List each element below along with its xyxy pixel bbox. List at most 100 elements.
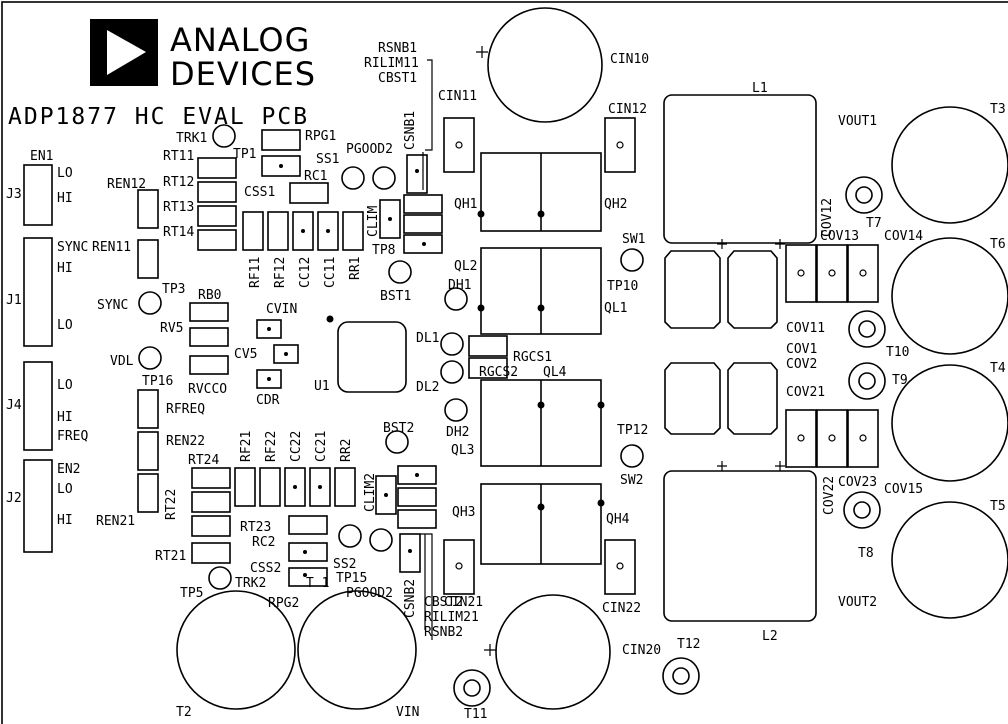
label-en2: EN2 bbox=[57, 462, 80, 477]
label-rr1: RR1 bbox=[348, 257, 363, 280]
label-rgcs2: RGCS2 bbox=[479, 365, 518, 380]
label-t12: T12 bbox=[677, 637, 700, 652]
label-t8: T8 bbox=[858, 546, 874, 561]
resistor-ren21 bbox=[137, 473, 159, 513]
label-rt13: RT13 bbox=[163, 200, 194, 215]
capacitor-cov21 bbox=[727, 362, 778, 435]
label-cin21: CIN21 bbox=[444, 595, 483, 610]
resistor-ren11 bbox=[137, 239, 159, 279]
label-rgcs1: RGCS1 bbox=[513, 350, 552, 365]
label-sw1: SW1 bbox=[622, 232, 645, 247]
label-ql3: QL3 bbox=[451, 443, 474, 458]
label-tp12: TP12 bbox=[617, 423, 648, 438]
label-l2: L2 bbox=[762, 629, 778, 644]
label-cin20: CIN20 bbox=[622, 643, 661, 658]
resistor-rt22b bbox=[191, 515, 231, 537]
capacitor-clim2 bbox=[375, 475, 397, 515]
resistor-rf12 bbox=[267, 211, 289, 251]
label-ren21: REN21 bbox=[96, 514, 135, 529]
label-j1-hi: HI bbox=[57, 261, 73, 276]
label-rb0: RB0 bbox=[198, 288, 221, 303]
label-tp8: TP8 bbox=[372, 243, 395, 258]
brand-line-1: ANALOG bbox=[170, 21, 310, 59]
ic-u1 bbox=[337, 321, 407, 393]
label-rr2: RR2 bbox=[339, 439, 354, 462]
label-u1: U1 bbox=[314, 379, 330, 394]
label-cov14: COV14 bbox=[884, 229, 923, 244]
label-ql4: QL4 bbox=[543, 365, 567, 380]
mosfet-qh3-qh4 bbox=[480, 483, 605, 565]
label-j3-lo: LO bbox=[57, 166, 73, 181]
label-cov12: COV12 bbox=[820, 198, 835, 237]
mosfet-qh1-qh2 bbox=[477, 152, 602, 232]
capacitor-cin11 bbox=[443, 117, 475, 173]
terminal-t3 bbox=[891, 106, 1008, 224]
label-cov15: COV15 bbox=[884, 482, 923, 497]
testpoint-ss1 bbox=[341, 166, 365, 190]
label-j4-hi: HI bbox=[57, 410, 73, 425]
capacitor-cin22 bbox=[604, 539, 636, 595]
label-t10: T10 bbox=[886, 345, 909, 360]
capacitor-cc12 bbox=[292, 211, 314, 251]
testpoint-pgood2-bot bbox=[369, 528, 393, 552]
capacitor-cvin bbox=[256, 319, 282, 339]
label-j1-lo: LO bbox=[57, 318, 73, 333]
capacitor-cv5 bbox=[273, 344, 299, 364]
label-cbst2: CBST2 bbox=[424, 595, 463, 610]
terminal-t5 bbox=[891, 501, 1008, 619]
capacitor-css1 bbox=[289, 182, 329, 204]
capacitor-csnb1 bbox=[406, 154, 428, 194]
capacitor-t1 bbox=[288, 567, 328, 587]
label-tp16: TP16 bbox=[142, 374, 173, 389]
capacitor-cin10 bbox=[487, 7, 603, 123]
label-cdr: CDR bbox=[256, 393, 280, 408]
capacitor-cin20 bbox=[495, 594, 611, 710]
testpoint-bst2 bbox=[385, 430, 409, 454]
label-t3: T3 bbox=[990, 102, 1006, 117]
label-j1: J1 bbox=[6, 293, 22, 308]
terminal-t11 bbox=[453, 669, 491, 707]
label-cbst1: CBST1 bbox=[378, 71, 417, 86]
mosfet-ql2-ql1 bbox=[477, 247, 602, 335]
label-rt12: RT12 bbox=[163, 175, 194, 190]
label-j1-sync: SYNC bbox=[57, 240, 88, 255]
testpoint-bst1 bbox=[388, 260, 412, 284]
label-rfreq: RFREQ bbox=[166, 402, 205, 417]
label-sync: SYNC bbox=[97, 298, 128, 313]
analog-devices-triangle-logo bbox=[90, 19, 158, 86]
testpoint-ss2 bbox=[338, 524, 362, 548]
label-rc1: RC1 bbox=[304, 169, 327, 184]
label-clim: CLIM bbox=[366, 206, 381, 237]
board-title: ADP1877 HC EVAL PCB bbox=[8, 104, 309, 130]
connector-j2 bbox=[23, 459, 53, 553]
capacitor-cc21 bbox=[309, 467, 331, 507]
label-ql1: QL1 bbox=[604, 301, 627, 316]
testpoint-sw2 bbox=[620, 444, 644, 468]
label-rf22: RF22 bbox=[264, 431, 279, 462]
capacitor-css2 bbox=[288, 542, 328, 562]
label-j2: J2 bbox=[6, 491, 22, 506]
label-qh2: QH2 bbox=[604, 197, 627, 212]
capacitor-cdr bbox=[256, 369, 282, 389]
terminal-t7 bbox=[845, 176, 883, 214]
resistor-rb0 bbox=[189, 302, 229, 322]
capacitor-array-cov12-14 bbox=[785, 244, 879, 303]
capacitor-tp1 bbox=[261, 155, 301, 177]
resistor-rfreq bbox=[137, 389, 159, 429]
label-j3-hi: HI bbox=[57, 191, 73, 206]
label-t9: T9 bbox=[892, 373, 908, 388]
label-ss2: SS2 bbox=[333, 557, 356, 572]
resistor-ren22 bbox=[137, 431, 159, 471]
inductor-l2 bbox=[663, 470, 817, 622]
label-tp15: TP15 bbox=[336, 571, 367, 586]
label-tp3: TP3 bbox=[162, 282, 185, 297]
label-j2-hi: HI bbox=[57, 513, 73, 528]
connector-j3 bbox=[23, 164, 53, 226]
label-rf11: RF11 bbox=[248, 257, 263, 288]
label-rt22: RT22 bbox=[164, 489, 179, 520]
capacitor-cin21 bbox=[443, 539, 475, 595]
label-cov2: COV2 bbox=[786, 357, 817, 372]
resistor-rf21 bbox=[234, 467, 256, 507]
label-ren22: REN22 bbox=[166, 434, 205, 449]
label-csnb1: CSNB1 bbox=[403, 111, 418, 150]
